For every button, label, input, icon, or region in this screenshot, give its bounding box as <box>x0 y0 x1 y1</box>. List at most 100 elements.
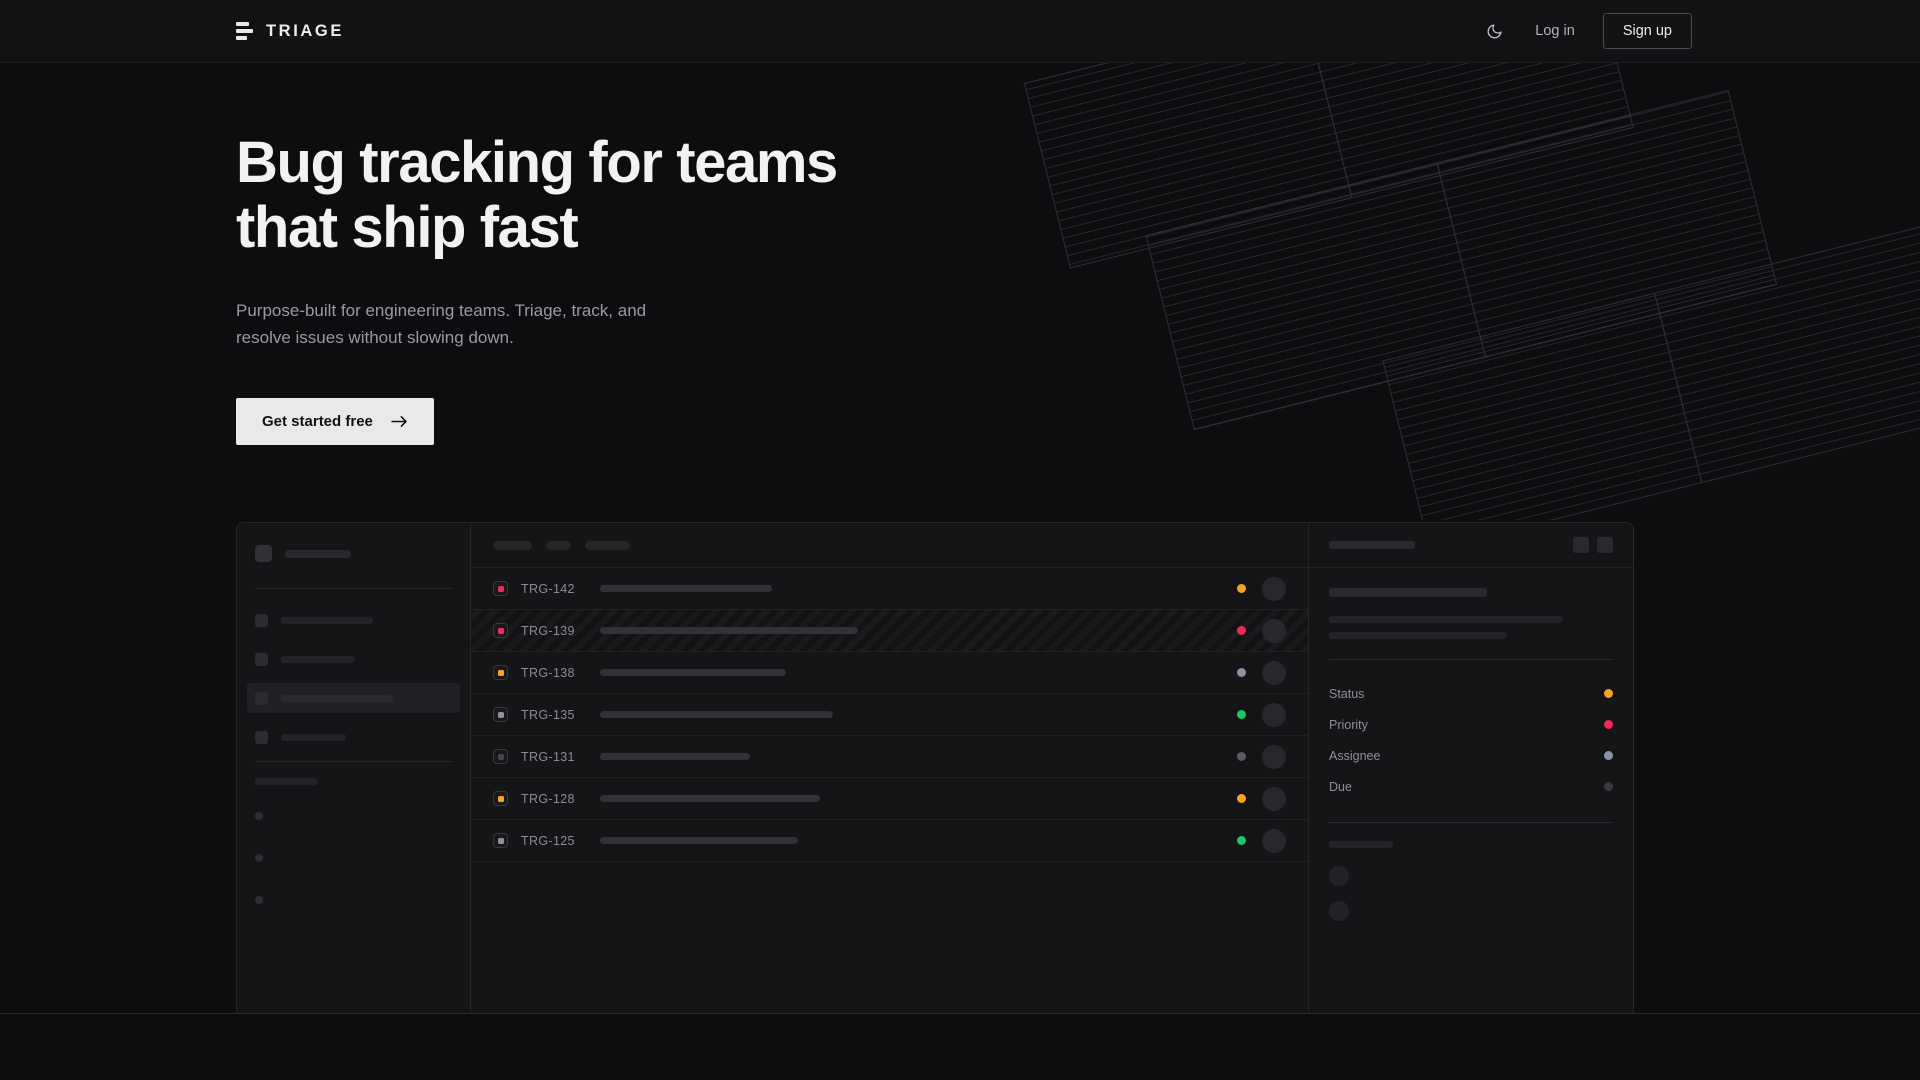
hero-subtitle: Purpose-built for engineering teams. Tri… <box>236 297 706 352</box>
triage-bars-icon <box>236 22 253 40</box>
issue-title-placeholder <box>600 585 772 592</box>
priority-icon[interactable] <box>493 581 508 596</box>
priority-icon[interactable] <box>493 791 508 806</box>
table-row[interactable]: TRG-128 <box>471 778 1308 820</box>
section-label-placeholder <box>255 778 317 785</box>
get-started-button[interactable]: Get started free <box>236 397 434 445</box>
nav-actions: Log in Sign up <box>1481 13 1692 49</box>
moon-icon[interactable] <box>1481 18 1507 44</box>
brand-logo[interactable]: TRIAGE <box>236 22 344 41</box>
arrow-right-icon <box>391 416 407 427</box>
detail-title-placeholder <box>1329 588 1487 597</box>
sidebar-nav-item-1[interactable] <box>247 605 460 635</box>
filter-pill-3[interactable] <box>585 540 630 550</box>
status-badge[interactable] <box>1237 752 1246 761</box>
sidebar-project-item-3[interactable] <box>255 885 452 915</box>
issue-detail-panel: Status Priority Assignee Due <box>1309 523 1633 1013</box>
priority-icon[interactable] <box>493 707 508 722</box>
issue-list-toolbar <box>471 523 1308 568</box>
table-row[interactable]: TRG-135 <box>471 694 1308 736</box>
issue-id: TRG-139 <box>521 623 575 638</box>
meta-row-assignee[interactable]: Assignee <box>1329 740 1613 771</box>
avatar[interactable] <box>1262 828 1286 853</box>
meta-row-priority[interactable]: Priority <box>1329 709 1613 740</box>
meta-value-dot <box>1604 782 1613 791</box>
activity-label-placeholder <box>1329 841 1393 848</box>
meta-value-dot <box>1604 751 1613 760</box>
row-meta <box>1237 702 1286 727</box>
sidebar-item-label-placeholder <box>281 733 346 741</box>
workspace-name-placeholder <box>285 549 351 558</box>
priority-icon[interactable] <box>493 833 508 848</box>
status-badge[interactable] <box>1237 836 1246 845</box>
moon-glyph <box>1487 23 1502 38</box>
issue-title-placeholder <box>600 711 833 718</box>
detail-action-2-icon[interactable] <box>1597 537 1613 553</box>
status-badge[interactable] <box>1237 584 1246 593</box>
meta-row-due[interactable]: Due <box>1329 771 1613 802</box>
avatar[interactable] <box>1262 660 1286 685</box>
status-badge[interactable] <box>1237 626 1246 635</box>
issue-id: TRG-138 <box>521 665 575 680</box>
table-row[interactable]: TRG-142 <box>471 568 1308 610</box>
priority-icon[interactable] <box>493 749 508 764</box>
activity-avatar-2[interactable] <box>1329 901 1349 921</box>
priority-icon[interactable] <box>493 623 508 638</box>
hero-title-line-2: that ship fast <box>236 194 579 260</box>
activity-avatar-1[interactable] <box>1329 866 1349 886</box>
signup-button[interactable]: Sign up <box>1602 13 1692 49</box>
mockup-sidebar <box>237 523 471 1013</box>
app-preview-mockup: TRG-142 TRG-139 TRG-138 TRG-135 <box>236 522 1634 1014</box>
avatar[interactable] <box>1262 618 1286 643</box>
issue-title-placeholder <box>600 627 858 634</box>
sidebar-item-label-placeholder <box>281 655 355 663</box>
table-row[interactable]: TRG-139 <box>471 610 1308 652</box>
detail-action-1-icon[interactable] <box>1573 537 1589 553</box>
sidebar-project-item-2[interactable] <box>255 843 452 873</box>
table-row[interactable]: TRG-138 <box>471 652 1308 694</box>
sidebar-item-icon <box>255 691 268 705</box>
issue-list-rows: TRG-142 TRG-139 TRG-138 TRG-135 <box>471 568 1308 862</box>
sidebar-nav-item-3[interactable] <box>247 683 460 713</box>
status-badge[interactable] <box>1237 668 1246 677</box>
issue-title-placeholder <box>600 795 820 802</box>
row-meta <box>1237 576 1286 601</box>
meta-label: Status <box>1329 686 1365 701</box>
sidebar-nav-item-2[interactable] <box>247 644 460 674</box>
avatar[interactable] <box>1262 702 1286 727</box>
issue-id: TRG-131 <box>521 749 575 764</box>
page-title: Bug tracking for teams that ship fast <box>236 130 996 261</box>
status-badge[interactable] <box>1237 710 1246 719</box>
detail-desc-line-1 <box>1329 616 1563 623</box>
sidebar-workspace[interactable] <box>255 545 452 562</box>
avatar[interactable] <box>1262 786 1286 811</box>
meta-value-dot <box>1604 720 1613 729</box>
sidebar-item-icon <box>255 613 268 627</box>
project-dot-icon <box>255 896 263 904</box>
sidebar-divider-bottom <box>255 761 452 762</box>
meta-label: Due <box>1329 779 1352 794</box>
login-link[interactable]: Log in <box>1535 23 1575 39</box>
priority-icon[interactable] <box>493 665 508 680</box>
table-row[interactable]: TRG-131 <box>471 736 1308 778</box>
filter-pill-2[interactable] <box>546 540 571 550</box>
sidebar-section-label <box>255 778 452 785</box>
sidebar-nav-item-4[interactable] <box>247 722 460 752</box>
avatar[interactable] <box>1262 744 1286 769</box>
avatar[interactable] <box>1262 576 1286 601</box>
detail-activity-list <box>1329 866 1613 921</box>
issue-title-placeholder <box>600 669 786 676</box>
workspace-avatar-icon <box>255 545 272 562</box>
hero-subtitle-line-1: Purpose-built for engineering teams. Tri… <box>236 300 647 320</box>
filter-pill-1[interactable] <box>493 540 532 550</box>
hero-title-line-1: Bug tracking for teams <box>236 130 838 195</box>
row-meta <box>1237 828 1286 853</box>
project-dot-icon <box>255 812 263 820</box>
table-row[interactable]: TRG-125 <box>471 820 1308 862</box>
project-dot-icon <box>255 854 263 862</box>
issue-title-placeholder <box>600 837 798 844</box>
status-badge[interactable] <box>1237 794 1246 803</box>
meta-row-status[interactable]: Status <box>1329 678 1613 709</box>
sidebar-project-item-1[interactable] <box>255 801 452 831</box>
